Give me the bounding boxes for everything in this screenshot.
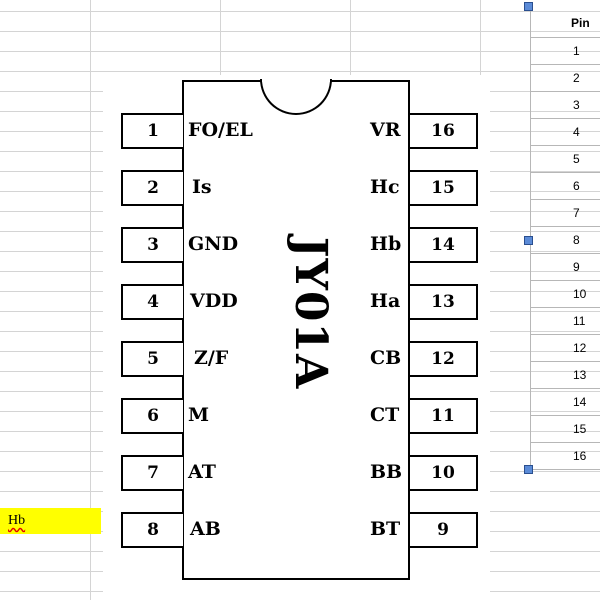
pin-table-row: 5 <box>531 146 600 173</box>
pin-table-row: 14 <box>531 389 600 416</box>
pin-number-7: 7 <box>121 455 183 491</box>
pin-number-1: 1 <box>121 113 183 149</box>
pin-table-row: 9 <box>531 254 600 281</box>
pin-label-2: Is <box>192 176 212 198</box>
pin-label-6: M <box>188 404 210 426</box>
pin-label-5: Z/F <box>194 347 229 369</box>
pin-table-header: Pin <box>531 10 600 38</box>
pin-label-16: VR <box>370 119 401 141</box>
resize-handle-middle[interactable] <box>524 236 533 245</box>
pin-table-row: 13 <box>531 362 600 389</box>
pin-label-15: Hc <box>370 176 400 198</box>
pin-number-9: 9 <box>410 512 478 548</box>
pin-table-row: 3 <box>531 92 600 119</box>
pin-table-row: 12 <box>531 335 600 362</box>
pin-label-14: Hb <box>370 233 402 255</box>
pin-label-8: AB <box>190 518 221 540</box>
pin-number-2: 2 <box>121 170 183 206</box>
pin-number-13: 13 <box>410 284 478 320</box>
pin-label-10: BB <box>370 461 403 483</box>
pin-label-3: GND <box>188 233 239 255</box>
pin-label-7: AT <box>188 461 216 483</box>
pin-label-4: VDD <box>190 290 238 312</box>
pin-table-row: 10 <box>531 281 600 308</box>
highlighted-cell-text: Hb <box>8 513 26 528</box>
pin-table-row: 7 <box>531 200 600 227</box>
chip-body <box>182 80 410 580</box>
pin-number-10: 10 <box>410 455 478 491</box>
highlighted-cell[interactable]: Hb <box>0 508 101 534</box>
resize-handle-bottom[interactable] <box>524 465 533 474</box>
pin-number-12: 12 <box>410 341 478 377</box>
pin-label-11: CT <box>370 404 400 426</box>
pin-table-row: 6 <box>531 173 600 200</box>
pin-label-13: Ha <box>370 290 401 312</box>
pin-number-15: 15 <box>410 170 478 206</box>
pin-table-row: 8 <box>531 227 600 254</box>
pin-table-row: 11 <box>531 308 600 335</box>
pin-number-11: 11 <box>410 398 478 434</box>
pin-table-row: 16 <box>531 443 600 470</box>
pin-table-row: 1 <box>531 38 600 65</box>
pin-table[interactable]: Pin 1 2 3 4 5 6 7 8 9 10 11 12 13 14 15 … <box>530 10 600 470</box>
chip-name: JY01A <box>285 236 336 390</box>
pin-number-3: 3 <box>121 227 183 263</box>
pin-number-5: 5 <box>121 341 183 377</box>
pin-number-16: 16 <box>410 113 478 149</box>
pin-table-row: 15 <box>531 416 600 443</box>
chip-notch-cover <box>262 79 330 82</box>
pin-label-1: FO/EL <box>188 119 253 141</box>
pin-table-row: 4 <box>531 119 600 146</box>
pin-number-8: 8 <box>121 512 183 548</box>
pin-label-9: BT <box>370 518 401 540</box>
pin-number-14: 14 <box>410 227 478 263</box>
resize-handle-top[interactable] <box>524 2 533 11</box>
pin-table-row: 2 <box>531 65 600 92</box>
pin-number-4: 4 <box>121 284 183 320</box>
pin-number-6: 6 <box>121 398 183 434</box>
pin-label-12: CB <box>370 347 402 369</box>
